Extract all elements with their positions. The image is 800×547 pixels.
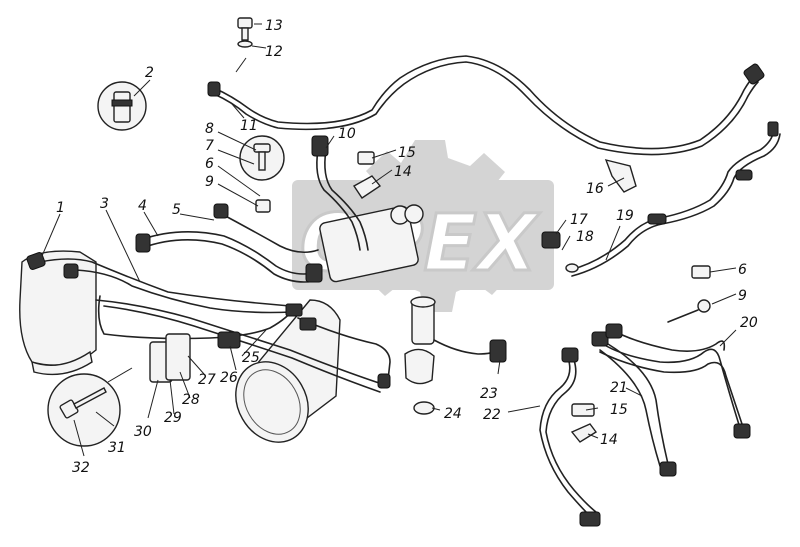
callout-24: 24 [444, 406, 462, 422]
callout-20: 20 [740, 315, 758, 331]
callout-6-right: 6 [738, 262, 747, 278]
callout-16: 16 [586, 181, 604, 197]
callout-2: 2 [145, 65, 154, 81]
callout-8: 8 [205, 121, 214, 137]
callout-28: 28 [182, 392, 200, 408]
callout-23: 23 [480, 386, 498, 402]
callout-27: 27 [198, 372, 216, 388]
fuel-canister [235, 299, 341, 443]
callout-7: 7 [205, 138, 214, 154]
callout-3: 3 [100, 196, 109, 212]
fittings [26, 17, 779, 527]
callout-25: 25 [242, 350, 260, 366]
callout-18: 18 [576, 229, 594, 245]
callout-29: 29 [164, 410, 182, 426]
callout-4: 4 [138, 198, 147, 214]
callout-13: 13 [265, 18, 283, 34]
callout-32: 32 [72, 460, 90, 476]
callout-26: 26 [220, 370, 238, 386]
leader-lines [41, 23, 737, 457]
fuel-lines [39, 55, 781, 517]
callout-9-right: 9 [738, 288, 747, 304]
callout-9: 9 [205, 174, 214, 190]
callout-14: 14 [394, 164, 412, 180]
pump-body [319, 204, 436, 385]
callout-22: 22 [483, 407, 501, 423]
callout-5: 5 [172, 202, 181, 218]
callout-12: 12 [265, 44, 283, 60]
fuel-filter-housing [19, 250, 97, 376]
callout-15-right: 15 [610, 402, 628, 418]
callout-14-right: 14 [600, 432, 618, 448]
callout-21: 21 [610, 380, 628, 396]
callout-17: 17 [570, 212, 588, 228]
callout-11: 11 [240, 118, 258, 134]
callout-15: 15 [398, 145, 416, 161]
callout-1: 1 [56, 200, 65, 216]
callout-10: 10 [338, 126, 356, 142]
callout-31: 31 [108, 440, 126, 456]
callout-19: 19 [616, 208, 634, 224]
callout-30: 30 [134, 424, 152, 440]
callout-6: 6 [205, 156, 214, 172]
callout-labels: 1 2 3 4 5 6 7 8 9 10 11 12 13 14 15 16 1… [56, 18, 758, 476]
